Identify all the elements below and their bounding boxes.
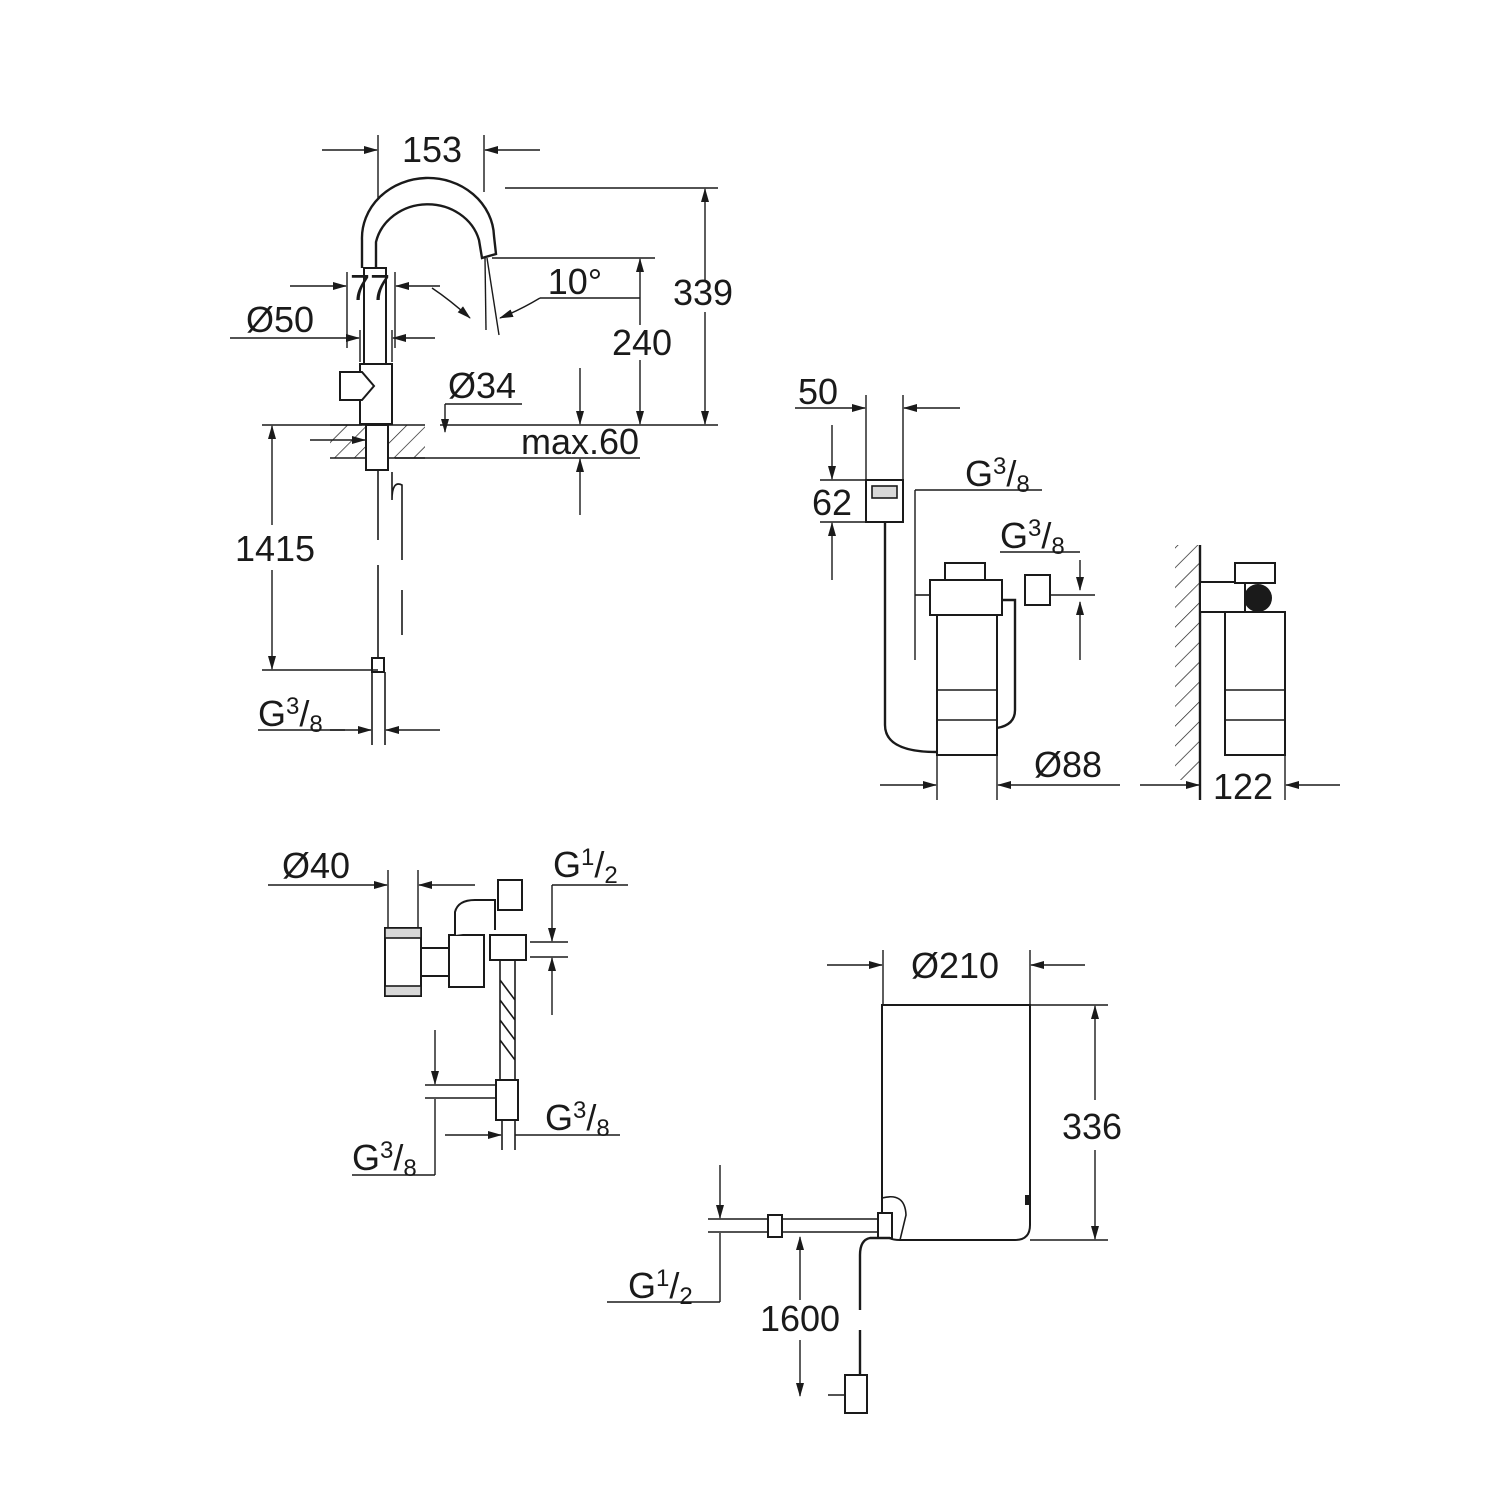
dim-filter-connection-out: G3/8: [1000, 515, 1065, 560]
dim-angle: 10°: [548, 261, 602, 302]
dim-240: 240: [612, 322, 672, 363]
boiler-hose: [782, 1218, 880, 1233]
power-cable: [858, 1236, 890, 1375]
filter-view: 50 62 G3/8 G3/8 Ø88: [795, 371, 1340, 807]
wall-bracket: [1199, 581, 1246, 613]
faucet-shank: [365, 424, 389, 471]
boiler-view: Ø210 336 G1/2 1600: [607, 945, 1122, 1414]
dim-122: 122: [1213, 766, 1273, 807]
pressure-reducer: [448, 934, 485, 988]
control-cable: [883, 522, 938, 754]
dim-77: 77: [350, 267, 390, 308]
dim-faucet-connection: G3/8: [258, 693, 323, 738]
dim-339: 339: [673, 272, 733, 313]
dim-50: 50: [798, 371, 838, 412]
filter-side: [1224, 611, 1286, 756]
faucet-view: 153 339 240 10° 77 Ø50 Ø34 max.60: [230, 129, 733, 745]
wall-hatch: [1175, 545, 1200, 780]
valve-hose: [499, 960, 516, 1080]
dim-dia-34: Ø34: [448, 365, 516, 406]
dim-dia-210: Ø210: [911, 945, 999, 986]
dim-1600: 1600: [760, 1298, 840, 1339]
filter-cartridge: [936, 614, 998, 756]
dim-boiler-connection: G1/2: [628, 1265, 693, 1310]
faucet-hoses: [377, 470, 403, 660]
faucet-spout: [360, 176, 498, 268]
dim-valve-connection-left: G3/8: [352, 1137, 417, 1182]
dim-dia-40: Ø40: [282, 845, 350, 886]
dim-valve-connection-top: G1/2: [553, 844, 618, 889]
dim-dia-50: Ø50: [246, 299, 314, 340]
dim-max-60: max.60: [521, 421, 639, 462]
dim-153: 153: [402, 129, 462, 170]
filter-head: [929, 579, 1003, 616]
valve-view: Ø40 G1/2 G3/8 G3/8: [268, 844, 628, 1182]
dim-filter-connection-in: G3/8: [965, 453, 1030, 498]
dim-336: 336: [1062, 1106, 1122, 1147]
dim-valve-connection-right: G3/8: [545, 1097, 610, 1142]
dim-1415: 1415: [235, 528, 315, 569]
power-plug: [844, 1374, 868, 1414]
dim-dia-88: Ø88: [1034, 744, 1102, 785]
dim-62: 62: [812, 482, 852, 523]
faucet-handle: [339, 371, 376, 401]
